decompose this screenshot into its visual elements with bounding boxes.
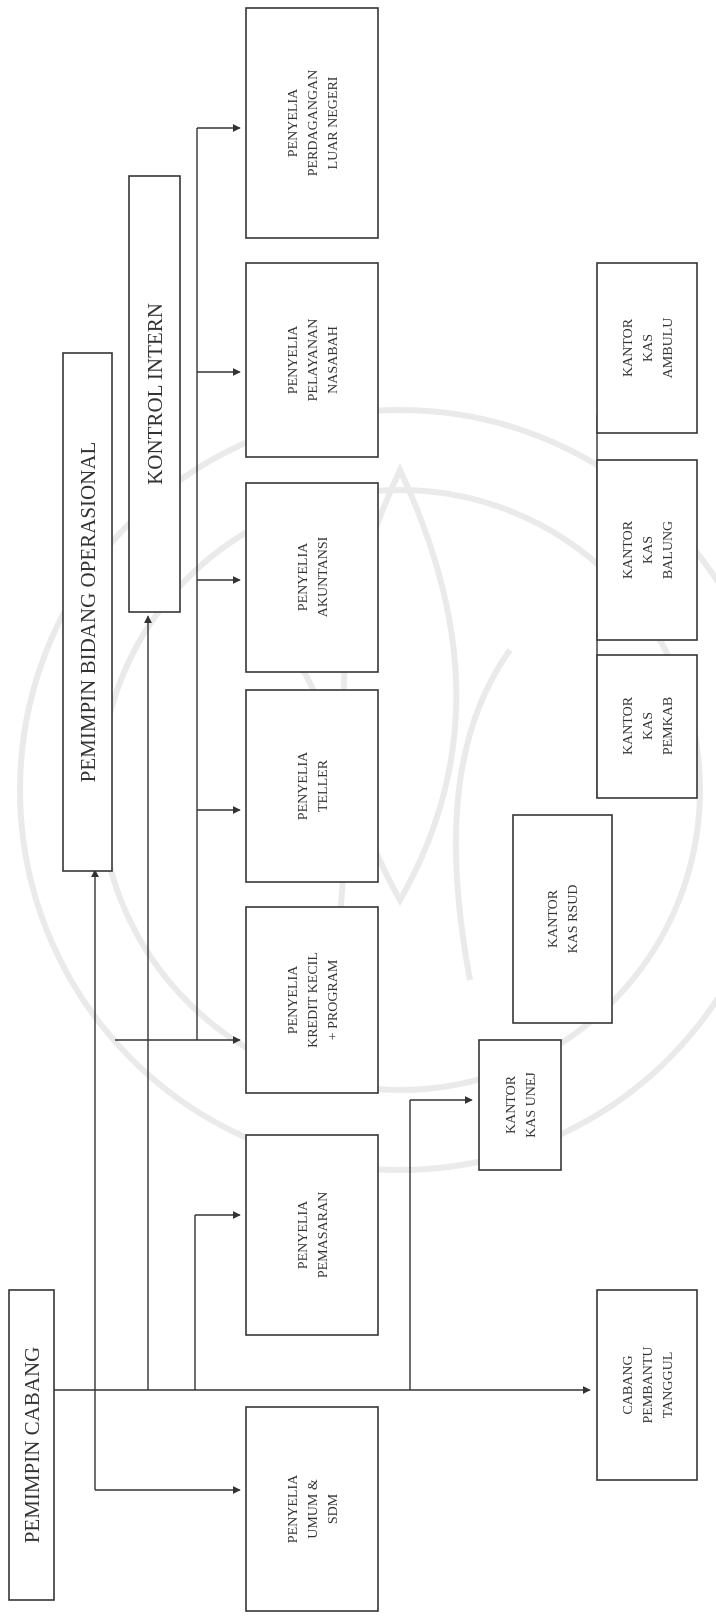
node-label-line: LUAR NEGERI — [326, 76, 341, 169]
node-label-line: KANTOR — [546, 889, 561, 948]
kantor-kas-ambulu-label: KANTOR KAS AMBULU — [621, 318, 676, 379]
node-label-line: PENYELIA — [296, 542, 311, 611]
penyelia-akuntansi-label: PENYELIA AKUNTANSI — [296, 536, 331, 617]
node-label-line: PENYELIA — [286, 325, 301, 394]
node-label-line: KREDIT KECIL — [306, 952, 321, 1048]
node-pemimpin-operasional: PEMIMPIN BIDANG OPERASIONAL — [62, 352, 113, 872]
node-penyelia-umum-sdm: PENYELIA UMUM & SDM — [245, 1406, 379, 1612]
node-label-line: TANGGUL — [661, 1352, 676, 1419]
node-penyelia-kredit: PENYELIA KREDIT KECIL + PROGRAM — [245, 906, 379, 1094]
node-label-line: KAS RSUD — [566, 885, 581, 954]
node-label-line: NASABAH — [326, 326, 341, 394]
kantor-kas-balung-label: KANTOR KAS BALUNG — [621, 520, 676, 579]
node-label-line: PERDAGANGAN — [306, 70, 321, 177]
node-kantor-kas-pemkab: KANTOR KAS PEMKAB — [596, 654, 698, 799]
penyelia-umum-sdm-label: PENYELIA UMUM & SDM — [286, 1474, 341, 1543]
pemimpin-operasional-label: PEMIMPIN BIDANG OPERASIONAL — [76, 442, 100, 783]
node-penyelia-akuntansi: PENYELIA AKUNTANSI — [245, 482, 379, 673]
node-label-line: KANTOR — [621, 318, 636, 377]
penyelia-kredit-label: PENYELIA KREDIT KECIL + PROGRAM — [286, 952, 341, 1048]
kantor-kas-rsud-label: KANTOR KAS RSUD — [546, 885, 581, 954]
node-label-line: PEMBANTU — [641, 1346, 656, 1423]
node-label-line: PEMIMPIN BIDANG OPERASIONAL — [76, 442, 100, 783]
node-kantor-kas-balung: KANTOR KAS BALUNG — [596, 459, 698, 641]
node-label-line: AKUNTANSI — [316, 536, 331, 617]
node-kantor-kas-rsud: KANTOR KAS RSUD — [512, 814, 613, 1024]
node-label-line: KAS — [641, 334, 656, 362]
kantor-kas-pemkab-label: KANTOR KAS PEMKAB — [621, 696, 676, 755]
node-label-line: KANTOR — [621, 520, 636, 579]
node-label-line: TELLER — [316, 759, 331, 812]
penyelia-pemasaran-label: PENYELIA PEMASARAN — [296, 1192, 331, 1278]
node-penyelia-pelayanan: PENYELIA PELAYANAN NASABAH — [245, 262, 379, 458]
cabang-pembantu-label: CABANG PEMBANTU TANGGUL — [621, 1346, 676, 1423]
node-penyelia-perdagangan: PENYELIA PERDAGANGAN LUAR NEGERI — [245, 7, 379, 239]
penyelia-pelayanan-label: PENYELIA PELAYANAN NASABAH — [286, 319, 341, 402]
node-label-line: AMBULU — [661, 318, 676, 379]
node-label-line: PENYELIA — [296, 1200, 311, 1269]
node-label-line: KAS — [641, 712, 656, 740]
node-pemimpin-cabang: PEMIMPIN CABANG — [8, 1289, 55, 1601]
node-label-line: PELAYANAN — [306, 319, 321, 402]
node-label-line: PEMKAB — [661, 697, 676, 755]
penyelia-teller-label: PENYELIA TELLER — [296, 751, 331, 820]
node-label-line: + PROGRAM — [326, 959, 341, 1040]
node-kontrol-intern: KONTROL INTERN — [128, 175, 181, 613]
kantor-kas-unej-label: KANTOR KAS UNEJ — [504, 1072, 539, 1138]
node-label-line: PENYELIA — [286, 88, 301, 157]
node-label-line: PENYELIA — [296, 751, 311, 820]
node-label-line: BALUNG — [661, 521, 676, 579]
penyelia-perdagangan-label: PENYELIA PERDAGANGAN LUAR NEGERI — [286, 70, 341, 177]
node-label-line: PENYELIA — [286, 1474, 301, 1543]
node-label-line: PENYELIA — [286, 965, 301, 1034]
node-label-line: SDM — [326, 1493, 341, 1524]
node-label-line: KAS — [641, 536, 656, 564]
node-cabang-pembantu: CABANG PEMBANTU TANGGUL — [596, 1289, 698, 1481]
node-label-line: KANTOR — [504, 1075, 519, 1134]
node-kantor-kas-unej: KANTOR KAS UNEJ — [478, 1039, 562, 1171]
node-label-line: CABANG — [621, 1355, 636, 1414]
pemimpin-cabang-label: PEMIMPIN CABANG — [20, 1347, 44, 1544]
node-kantor-kas-ambulu: KANTOR KAS AMBULU — [596, 262, 698, 434]
node-label-line: KANTOR — [621, 696, 636, 755]
node-label-line: KAS UNEJ — [524, 1072, 539, 1138]
node-label-line: PEMASARAN — [316, 1192, 331, 1278]
node-label-line: PEMIMPIN CABANG — [20, 1347, 44, 1544]
node-penyelia-pemasaran: PENYELIA PEMASARAN — [245, 1134, 379, 1336]
node-penyelia-teller: PENYELIA TELLER — [245, 689, 379, 883]
node-label-line: KONTROL INTERN — [143, 303, 167, 485]
node-label-line: UMUM & — [306, 1479, 321, 1539]
kontrol-intern-label: KONTROL INTERN — [143, 303, 167, 485]
